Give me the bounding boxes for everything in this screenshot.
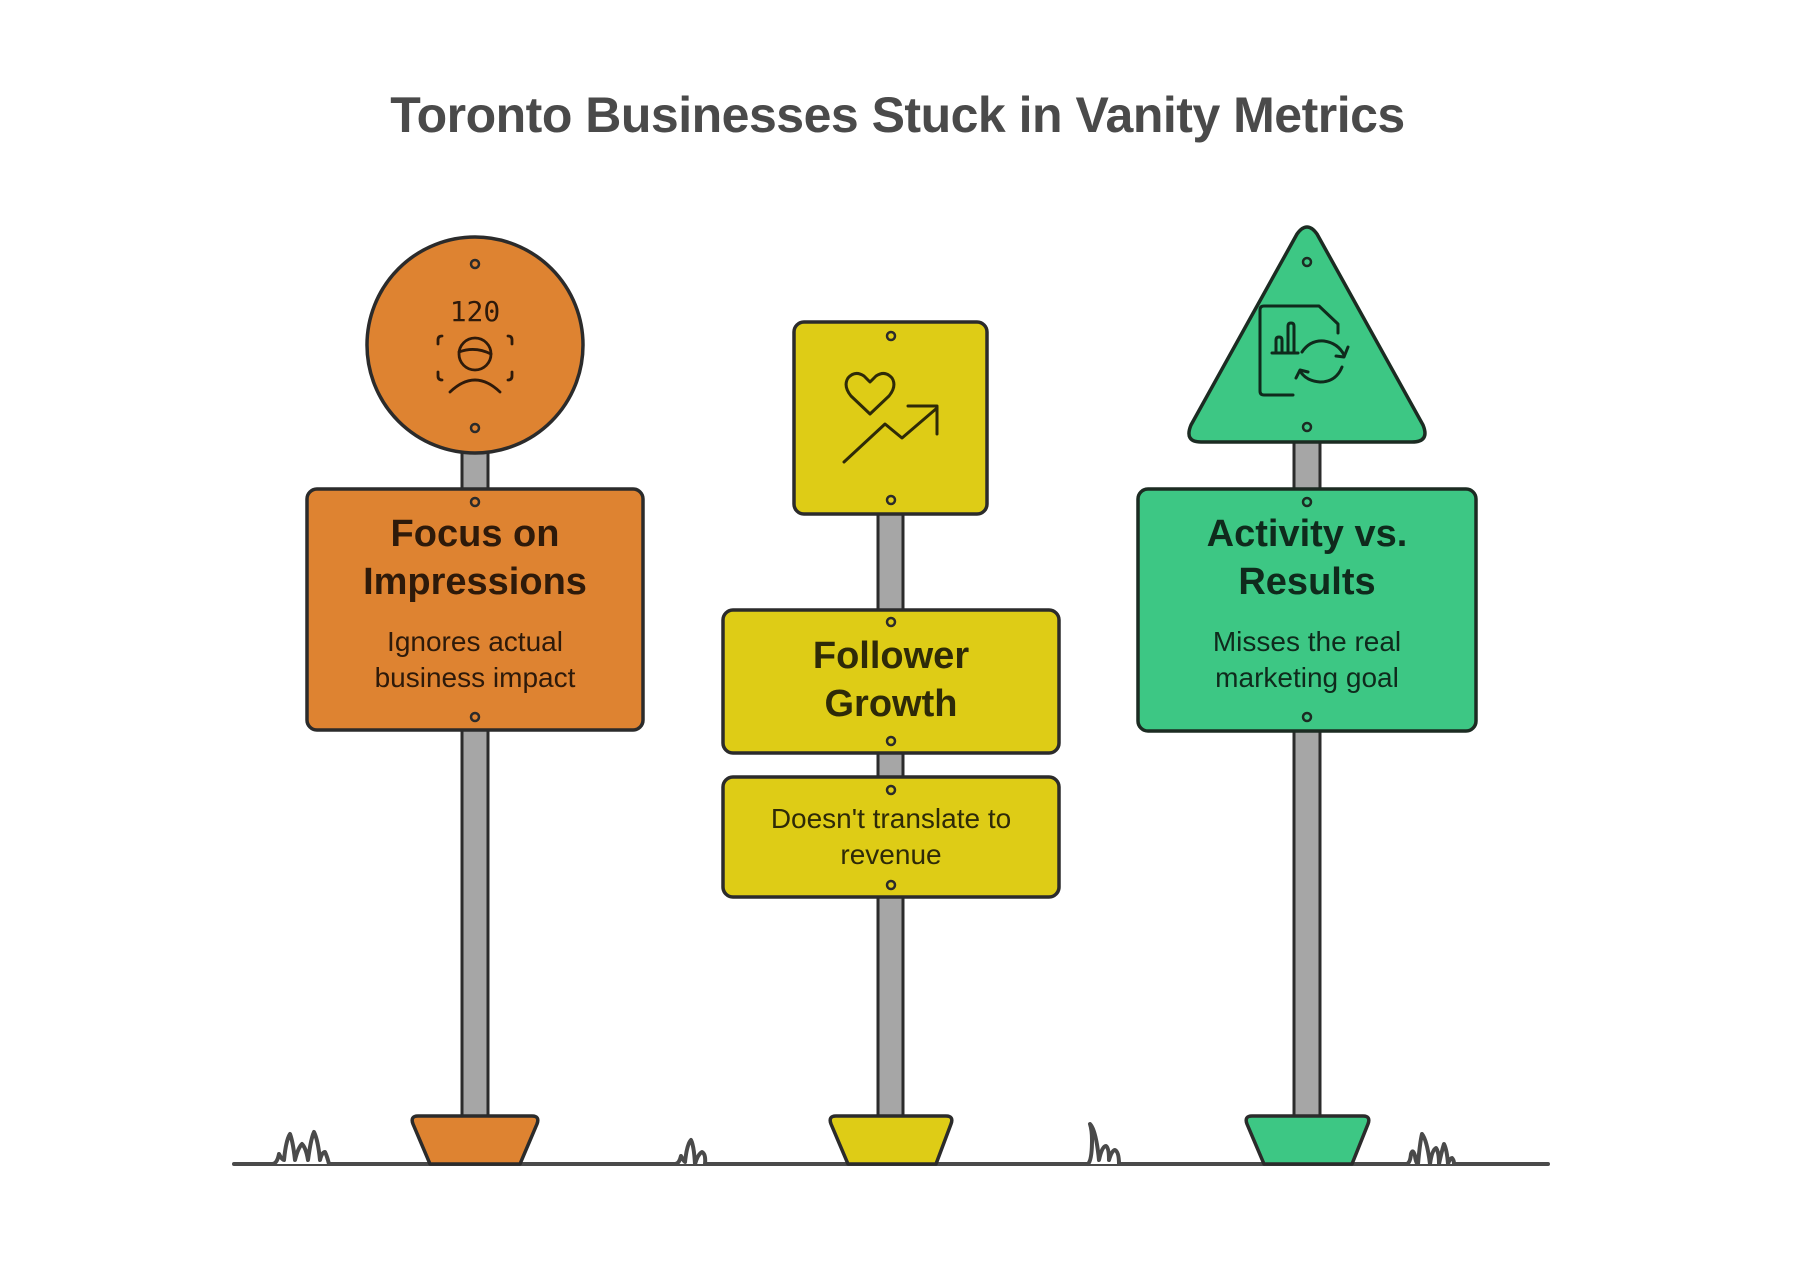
sign-title-line: Results: [1238, 561, 1376, 603]
bolt-icon: [469, 711, 481, 723]
sign-title-line: Follower: [812, 635, 970, 677]
grass-icon: [1086, 1122, 1121, 1166]
bolt-icon: [885, 616, 897, 628]
sign-square: [792, 320, 989, 516]
sign-board: [721, 608, 1061, 755]
sign-impressions-text: Focus on Impressions Ignores actual busi…: [307, 510, 643, 696]
sign-circle: [365, 235, 585, 455]
report-refresh-icon: [1258, 304, 1350, 397]
sign-title-line: Focus on: [390, 513, 560, 555]
sign-subtitle-line: Doesn't translate to: [770, 803, 1012, 834]
page-title: Toronto Businesses Stuck in Vanity Metri…: [390, 87, 1405, 143]
sign-base: [1244, 1114, 1371, 1166]
bolt-icon: [885, 735, 897, 747]
sign-title-line: Impressions: [363, 561, 587, 603]
bolt-icon: [469, 258, 481, 270]
sign-triangle: [1187, 225, 1427, 444]
bolt-icon: [469, 422, 481, 434]
sign-subtitle-line: Ignores actual: [387, 626, 563, 657]
impressions-count: 120: [450, 295, 501, 328]
bolt-icon: [469, 496, 481, 508]
sign-title-line: Activity vs.: [1206, 513, 1408, 555]
sign-impressions: 120: [305, 235, 645, 1166]
sign-activity-text: Activity vs. Results Misses the real mar…: [1138, 510, 1476, 696]
sign-title-line: Growth: [824, 683, 958, 725]
sign-base: [828, 1114, 954, 1166]
sign-subtitle-line: Misses the real: [1212, 626, 1402, 657]
bolt-icon: [885, 879, 897, 891]
bolt-icon: [885, 330, 897, 342]
sign-subtitle-line: business impact: [374, 662, 576, 693]
bolt-icon: [885, 494, 897, 506]
grass-icon: [1404, 1132, 1456, 1166]
impressions-counter-icon: 120: [436, 295, 514, 394]
sign-activity: [1136, 225, 1478, 1166]
bolt-icon: [1301, 711, 1313, 723]
sign-subtitle-line: marketing goal: [1215, 662, 1399, 693]
grass-icon: [270, 1130, 331, 1166]
heart-trend-up-icon: [842, 371, 939, 464]
grass-icon: [673, 1138, 708, 1166]
sign-base: [410, 1114, 540, 1166]
sign-board: [1136, 487, 1478, 733]
sign-subtitle-line: revenue: [840, 839, 942, 870]
sign-followers-subtitle: Doesn't translate to revenue: [723, 801, 1059, 873]
bolt-icon: [1301, 421, 1313, 433]
bolt-icon: [1301, 496, 1313, 508]
bolt-icon: [885, 784, 897, 796]
sign-followers: [721, 320, 1061, 1166]
bolt-icon: [1301, 256, 1313, 268]
sign-followers-title: Follower Growth: [723, 632, 1059, 728]
sign-board-sub: [721, 775, 1061, 899]
sign-board: [305, 487, 645, 732]
